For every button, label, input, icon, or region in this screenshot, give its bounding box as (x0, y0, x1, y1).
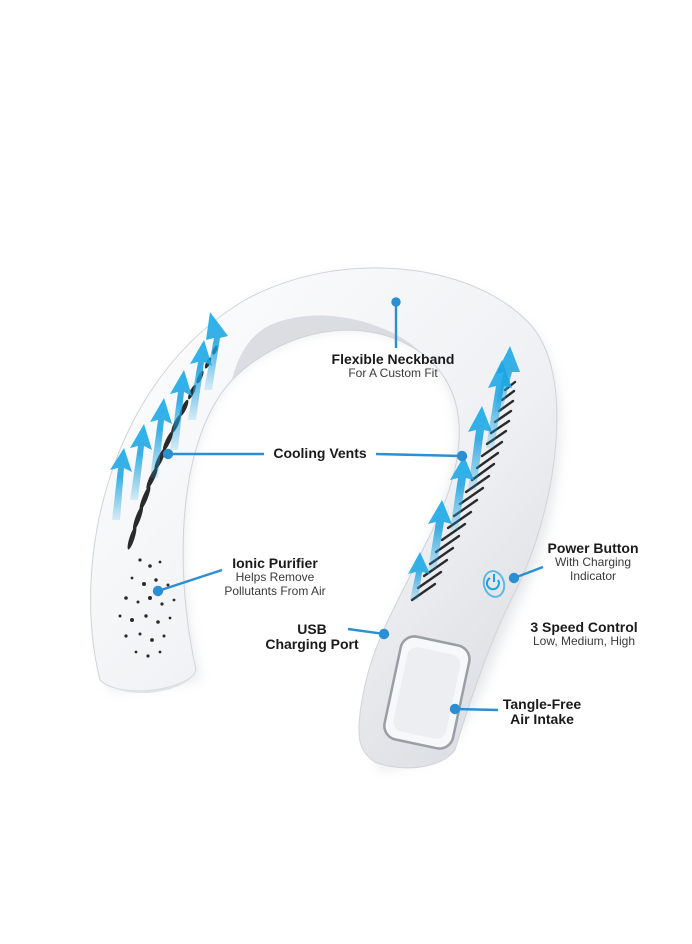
callout-subtitle: Helps Remove Pollutants From Air (224, 570, 326, 598)
callout-title-line2: Charging Port (265, 636, 359, 653)
airflow-arrow-icon (204, 312, 228, 390)
airflow-arrow-icon (130, 424, 152, 500)
airflow-arrow-icon (450, 456, 474, 530)
airflow-arrow-icon (494, 346, 520, 412)
airflow-arrow-icon (408, 552, 430, 600)
inner-shading (232, 315, 420, 380)
callout-subtitle: Low, Medium, High (532, 634, 636, 649)
leader-lines (152, 297, 544, 715)
callout-3-speed-control: 3 Speed Control Low, Medium, High (520, 619, 648, 649)
airflow-arrow-icon (170, 370, 192, 450)
callout-title: 3 Speed Control (530, 619, 638, 635)
airflow-arrow-icon (110, 448, 132, 520)
airflow-arrow-icon (428, 500, 452, 570)
air-intake-inner (393, 647, 461, 739)
callout-flexible-neckband: Flexible Neckband For A Custom Fit (318, 351, 468, 381)
callout-subtitle: With Charging Indicator (554, 555, 632, 583)
airflow-arrow-icon (468, 406, 492, 490)
power-icon (482, 570, 506, 598)
airflow-arrow-icon (150, 398, 172, 478)
callout-title-line2: Air Intake (510, 711, 574, 728)
neckband-body (90, 267, 558, 769)
callout-tangle-free-air-intake: Tangle-Free Air Intake (494, 696, 590, 728)
left-airflow-arrows (110, 312, 228, 520)
callout-title: USB (297, 621, 327, 637)
callout-title: Power Button (547, 540, 639, 556)
callout-usb-charging-port: USB Charging Port (252, 621, 372, 653)
callout-cooling-vents: Cooling Vents (262, 445, 378, 461)
left-end-cap (100, 670, 196, 694)
airflow-arrow-icon (188, 340, 212, 420)
callout-title: Cooling Vents (273, 445, 367, 461)
callout-title: Ionic Purifier (232, 555, 318, 571)
ionic-purifier-dots (118, 558, 176, 658)
callout-ionic-purifier: Ionic Purifier Helps Remove Pollutants F… (210, 555, 340, 598)
right-airflow-arrows (408, 346, 520, 600)
callout-power-button: Power Button With Charging Indicator (538, 540, 648, 583)
callout-title: Flexible Neckband (331, 351, 455, 367)
callout-subtitle: For A Custom Fit (348, 366, 438, 381)
callout-title: Tangle-Free (502, 696, 582, 712)
